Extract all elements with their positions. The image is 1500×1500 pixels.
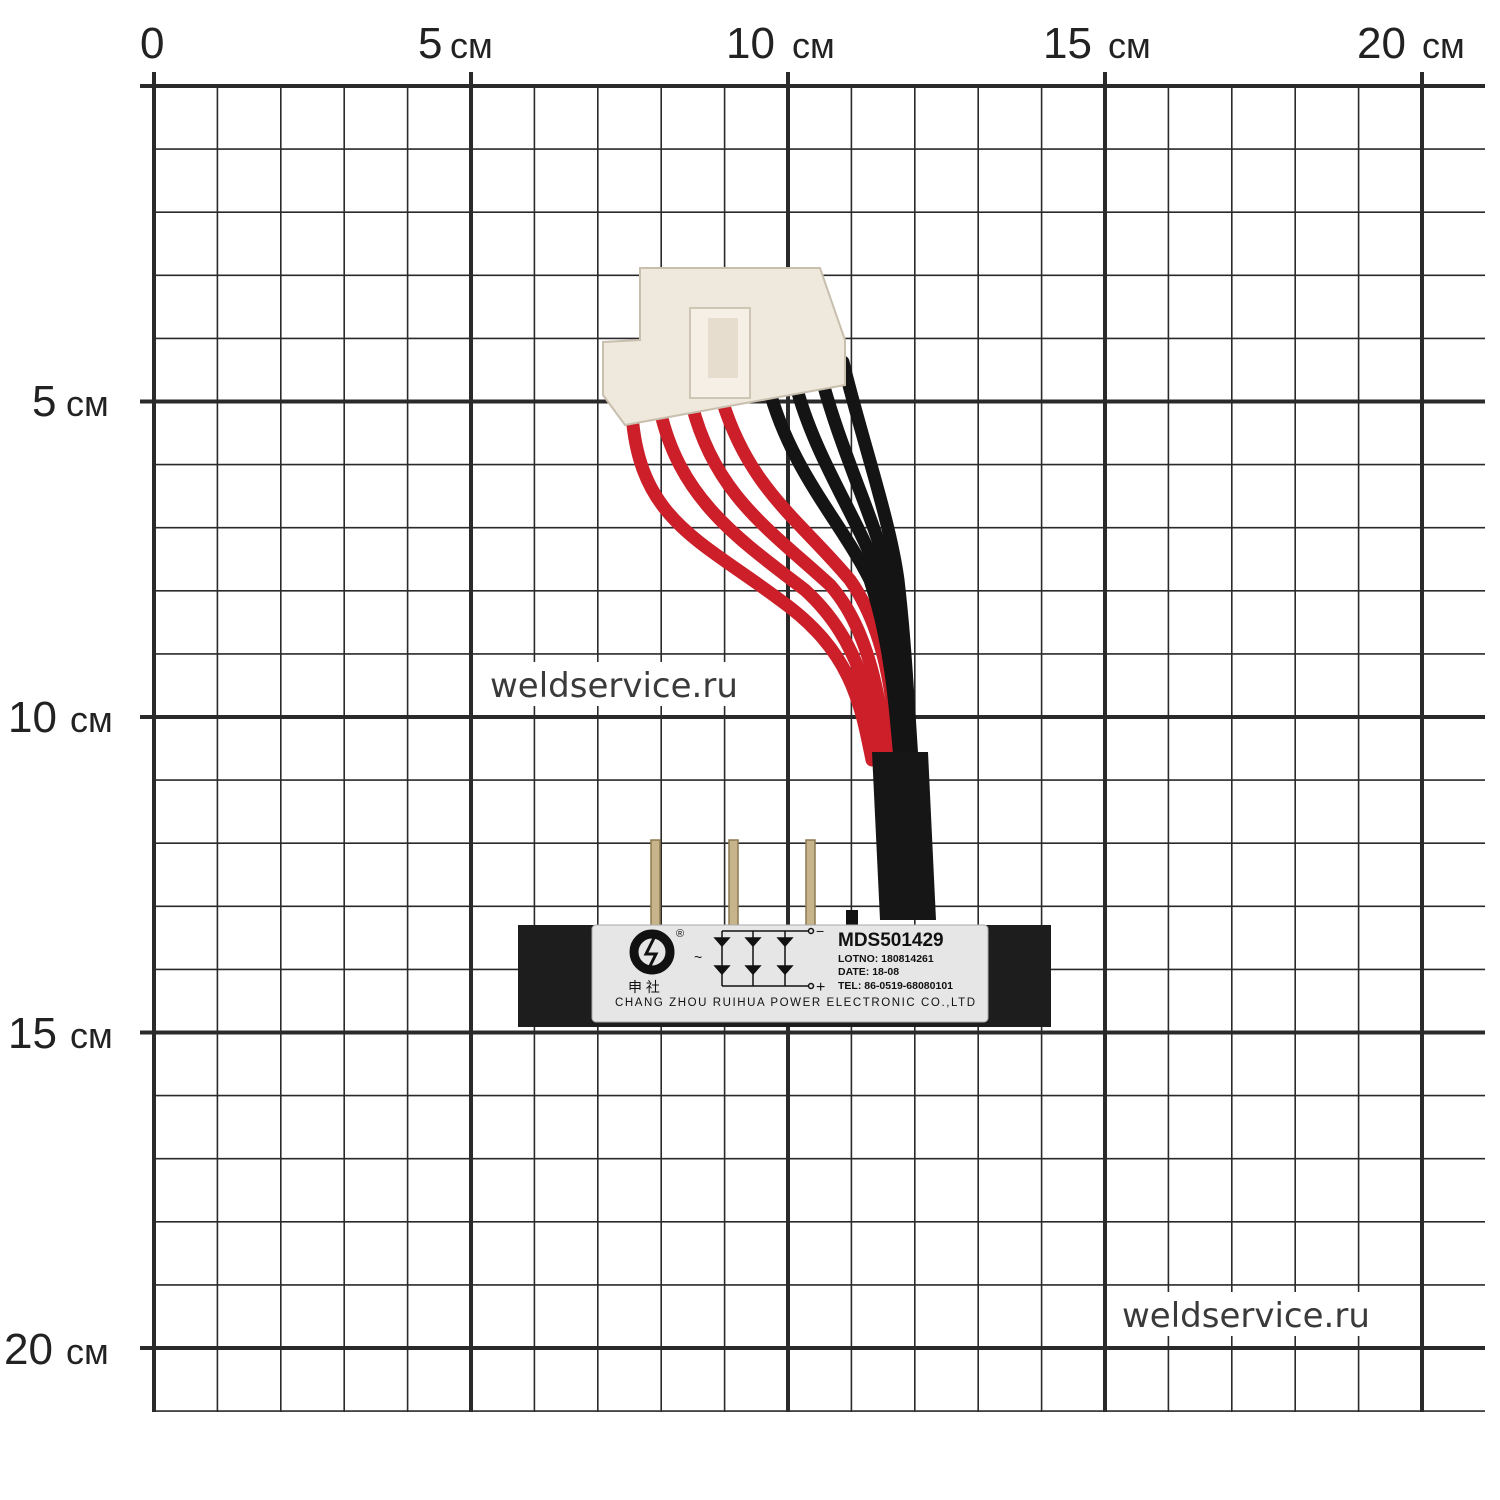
telephone: TEL: 86-0519-68080101 [838, 980, 953, 992]
ruler-unit: см [792, 25, 835, 66]
ruler-label-20: 20 [4, 1325, 53, 1374]
plus-symbol: + [816, 979, 825, 996]
manufacturer-name: CHANG ZHOU RUIHUA POWER ELECTRONIC CO.,L… [615, 997, 975, 1009]
ruler-unit: см [66, 383, 109, 424]
ruler-label-15: 15 [8, 1009, 57, 1058]
ruler-unit: см [66, 1331, 109, 1372]
ruler-label-20: 20 [1357, 19, 1406, 68]
red-wires [625, 393, 903, 767]
module-label [591, 924, 989, 1023]
top-ruler-labels: 0 5 см 10 см 15 см 20 см [140, 19, 1465, 68]
date-code: DATE: 18-08 [838, 966, 899, 978]
registered-mark: ® [676, 928, 684, 940]
ruler-unit: см [450, 25, 493, 66]
rectifier-module-with-harness: ® 申 社 ~ − + MDS501429 LOTNO: 180814261 D… [518, 267, 1051, 1027]
ruler-label-10: 10 [726, 19, 775, 68]
ac-symbol: ~ [694, 949, 702, 965]
ruler-label-5: 5 [32, 377, 56, 426]
watermark: weldservice.ru [490, 666, 738, 706]
brand-chars: 申 社 [628, 979, 660, 995]
model-number: MDS501429 [838, 930, 944, 951]
ruler-label-0: 0 [140, 19, 164, 68]
bridge-rectifier-schematic-icon [713, 927, 815, 990]
ruler-unit: см [1422, 25, 1465, 66]
minus-symbol: − [816, 923, 824, 939]
ruler-label-5: 5 [418, 19, 442, 68]
ruler-unit: см [70, 1015, 113, 1056]
ruler-unit: см [70, 699, 113, 740]
lot-number: LOTNO: 180814261 [838, 953, 934, 965]
watermark: weldservice.ru [1122, 1296, 1370, 1336]
ruler-unit: см [1108, 25, 1151, 66]
ruler-label-15: 15 [1043, 19, 1092, 68]
left-ruler-labels: 5 см 10 см 15 см 20 см [4, 377, 113, 1374]
ruihua-logo: ® 申 社 [628, 928, 684, 995]
ruler-label-10: 10 [8, 693, 57, 742]
black-wires [761, 355, 919, 767]
white-connector [602, 267, 846, 427]
heat-shrink-sleeve [872, 752, 936, 920]
terminal-pins [650, 839, 816, 927]
